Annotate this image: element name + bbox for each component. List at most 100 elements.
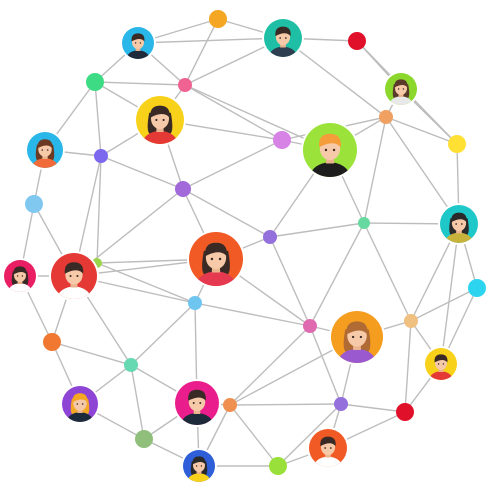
avatar-eye — [218, 257, 222, 261]
network-edge — [182, 139, 283, 190]
network-node-dot — [86, 73, 104, 91]
network-edge — [130, 364, 145, 440]
person-avatar — [181, 448, 217, 484]
hair-top — [434, 354, 448, 363]
hair-top — [346, 321, 368, 335]
network-edge — [363, 222, 412, 322]
network-edge — [404, 320, 412, 413]
network-node-dot — [358, 217, 370, 229]
network-edge — [96, 155, 102, 264]
avatar-eye — [16, 275, 19, 277]
network-node-dot — [348, 32, 366, 50]
avatar-shirt — [186, 473, 212, 482]
hair-top — [275, 26, 291, 37]
network-edge — [229, 325, 311, 406]
avatar-eye — [76, 403, 79, 405]
avatar-eye — [324, 148, 328, 152]
person-avatar — [307, 427, 349, 469]
avatar-eye — [442, 363, 445, 365]
person-avatar — [383, 71, 419, 107]
avatar-eye — [437, 363, 440, 365]
person-avatar — [329, 309, 385, 365]
network-edge — [269, 222, 365, 238]
network-edge — [440, 223, 460, 365]
person-avatar — [49, 251, 99, 301]
person-avatar — [301, 121, 359, 179]
network-node-dot — [404, 314, 418, 328]
network-edge — [94, 81, 102, 157]
network-edge — [410, 287, 478, 322]
avatar-eye — [279, 37, 282, 39]
person-avatar — [423, 346, 459, 382]
network-node-dot — [94, 149, 108, 163]
avatar-eye — [134, 42, 137, 44]
network-node-dot — [188, 296, 202, 310]
network-node-dot — [175, 181, 191, 197]
network-node-dot — [178, 78, 192, 92]
hair-top — [320, 436, 336, 447]
network-edge — [309, 325, 342, 405]
network-edge — [363, 116, 387, 224]
avatar-shirt — [312, 456, 344, 467]
network-edge — [184, 84, 283, 141]
avatar-shirt — [7, 283, 33, 292]
network-node-dot — [135, 430, 153, 448]
avatar-eye — [397, 88, 400, 90]
network-node-dot — [396, 403, 414, 421]
hair-top — [64, 262, 84, 274]
hair-top — [205, 242, 227, 257]
hair-top — [394, 79, 408, 88]
avatar-eye — [76, 274, 79, 278]
network-node-dot — [269, 457, 287, 475]
avatar-shirt — [443, 232, 475, 243]
network-node-dot — [273, 131, 291, 149]
avatar-shirt — [308, 162, 352, 177]
avatar-eye — [284, 37, 287, 39]
network-node-dot — [209, 10, 227, 28]
avatar-eye — [210, 257, 214, 261]
hair-top — [192, 456, 206, 465]
avatar-shirt — [388, 96, 414, 105]
network-edge — [130, 302, 196, 366]
avatar-shirt — [194, 271, 238, 286]
avatar-shirt — [336, 348, 378, 363]
avatar-eye — [46, 149, 49, 151]
network-node-dot — [25, 195, 43, 213]
hair-top — [319, 133, 341, 148]
network-node-dot — [223, 398, 237, 412]
avatar-eye — [332, 148, 336, 152]
avatar-eye — [460, 223, 463, 225]
avatar-shirt — [55, 286, 93, 299]
network-node-dot — [448, 135, 466, 153]
network-edge — [100, 155, 184, 190]
person-avatar — [134, 94, 186, 146]
network-edge — [51, 341, 132, 366]
avatar-eye — [455, 223, 458, 225]
avatar-shirt — [179, 412, 215, 425]
avatar-eye — [21, 275, 24, 277]
person-avatar — [438, 203, 480, 245]
avatar-eye — [200, 465, 203, 467]
network-edge — [340, 403, 406, 413]
network-edge — [194, 302, 311, 327]
network-edge — [277, 403, 342, 467]
network-edge — [94, 81, 186, 86]
network-node-dot — [468, 279, 486, 297]
person-avatar — [60, 384, 100, 424]
person-avatar — [187, 230, 245, 288]
hair-top — [451, 212, 467, 223]
dot-layer — [25, 10, 486, 475]
network-edge — [385, 116, 460, 225]
network-edge — [229, 404, 279, 467]
avatar-eye — [192, 402, 195, 404]
avatar-eye — [41, 149, 44, 151]
avatar-shirt — [267, 46, 299, 57]
hair-top — [188, 389, 206, 401]
hair-top — [37, 139, 53, 149]
network-edge — [309, 222, 365, 327]
avatar-eye — [155, 118, 158, 122]
avatar-eye — [195, 465, 198, 467]
network-node-dot — [263, 230, 277, 244]
person-avatar — [25, 130, 65, 170]
